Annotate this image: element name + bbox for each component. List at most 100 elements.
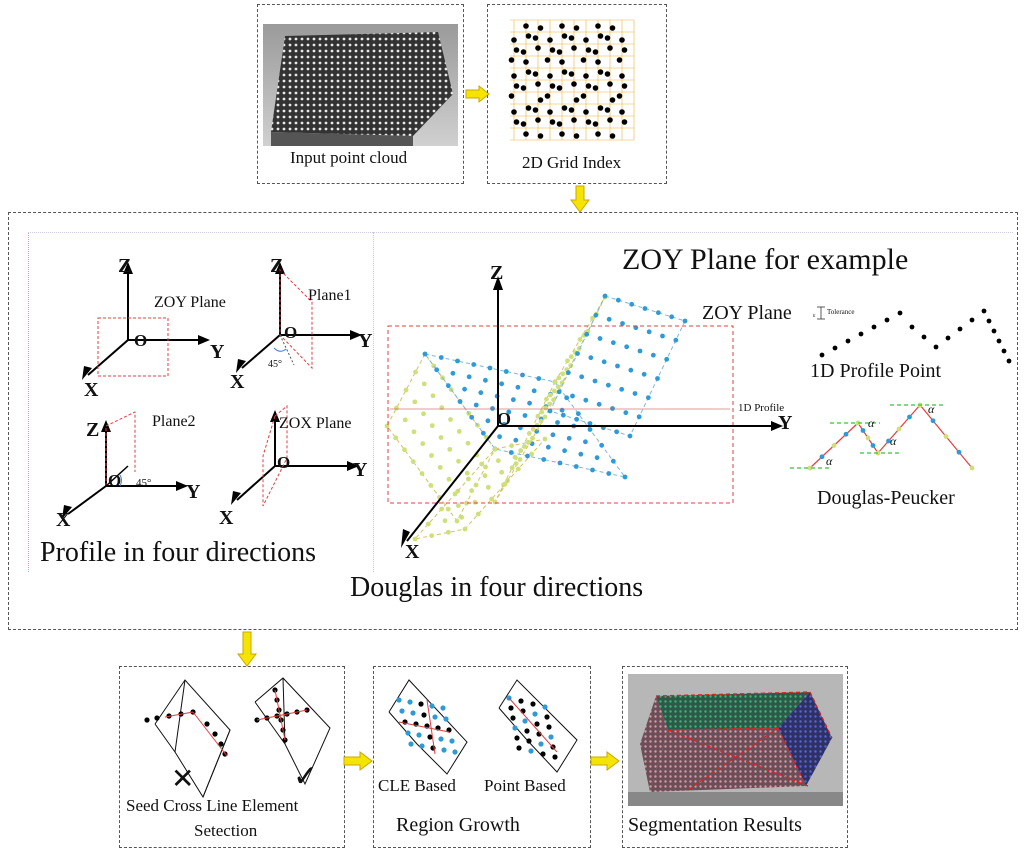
grid-point — [571, 45, 577, 51]
plane-a-point — [445, 506, 451, 512]
plane-c-point — [522, 444, 528, 449]
plane1-plane-label: Plane1 — [308, 287, 352, 304]
plane-c-point — [530, 426, 536, 432]
plane-b-point — [522, 413, 528, 418]
grid-point — [532, 71, 539, 77]
grid-point — [573, 133, 580, 139]
profile-point — [945, 335, 951, 341]
plane-b-point — [606, 471, 612, 476]
big-x-label: X — [405, 541, 420, 563]
zox-coordinate-diagram: O Y X ZOX Plane — [219, 404, 368, 529]
dp-point — [956, 449, 962, 455]
profile-point — [832, 345, 838, 351]
plane-d-point — [592, 378, 598, 384]
grid-point — [547, 73, 553, 79]
plane-e-point — [469, 488, 475, 494]
plane-c-point — [538, 418, 544, 424]
plane-e-point — [499, 469, 505, 475]
grid-point — [568, 71, 575, 77]
plane1-coordinate-diagram: Z O Y X Plane1 45° — [230, 255, 373, 393]
plane-d-point — [560, 412, 566, 418]
grid-point — [537, 97, 544, 103]
point-based-point — [542, 704, 548, 710]
grid-point — [535, 117, 541, 123]
seed-point-good — [272, 687, 278, 693]
grid-point — [573, 25, 580, 31]
profile-point — [858, 331, 864, 337]
plane-a-point — [403, 387, 409, 393]
profile-point — [957, 326, 963, 332]
profile-point — [884, 317, 890, 323]
plane-b-point — [555, 420, 560, 425]
plane-e-point — [482, 473, 488, 479]
plane-c-point — [517, 457, 523, 462]
plane-a-point — [473, 482, 479, 488]
grid-point — [609, 133, 616, 139]
profile-point — [991, 328, 997, 334]
plane-c-point — [590, 315, 595, 321]
point-based-label: Point Based — [484, 776, 566, 795]
plane-c-point — [544, 396, 549, 402]
dp-point — [860, 428, 866, 433]
plane-e-point — [529, 451, 535, 457]
grid-point — [619, 73, 625, 79]
plane-d-point — [579, 374, 585, 380]
plane-e-point — [515, 466, 521, 472]
cle-point — [408, 741, 414, 747]
plane-c-point — [577, 337, 583, 342]
plane-b-point — [510, 397, 516, 403]
plane-d-point — [682, 318, 688, 324]
point-based-point — [522, 718, 528, 724]
plane-d-point — [637, 348, 643, 354]
point-based-line — [508, 697, 558, 753]
grid-index-diagram — [508, 19, 635, 141]
plane-a-point — [384, 423, 390, 429]
plane-c-point — [535, 413, 541, 419]
dp-point — [819, 454, 825, 460]
plane-e-point — [472, 499, 478, 505]
profile-point — [897, 310, 903, 316]
grid-point — [511, 37, 517, 43]
grid-point — [561, 33, 568, 39]
alpha-label: α — [890, 434, 897, 448]
plane2-z-label: Z — [86, 419, 99, 441]
plane-b-point — [471, 362, 477, 367]
plane-b-point — [455, 358, 460, 364]
plane-a-point — [438, 435, 444, 440]
plane-e-point — [479, 461, 485, 467]
input-point-cloud-caption: Input point cloud — [290, 148, 408, 167]
plane-e-point — [425, 521, 431, 527]
plane-b-point — [599, 442, 605, 448]
grid-point — [561, 69, 568, 75]
zoy-example-title: ZOY Plane for example — [622, 243, 909, 276]
grid-point — [547, 37, 553, 43]
dp-point — [831, 443, 837, 448]
plane-c-point — [539, 409, 545, 415]
plane-c-point — [543, 405, 549, 411]
grid-point — [537, 25, 544, 31]
plane-a-point — [413, 369, 418, 375]
cle-point — [405, 730, 411, 736]
plane-d-point — [593, 312, 599, 318]
dp-point — [907, 414, 912, 420]
grid-point — [597, 69, 604, 75]
plane-e-point — [489, 496, 495, 502]
check-mark-icon: ✓ — [293, 760, 318, 793]
grid-point — [547, 109, 553, 115]
grid-point — [520, 121, 527, 127]
plane-e-point — [412, 536, 418, 542]
plane-c-point — [509, 465, 515, 471]
grid-point — [621, 119, 628, 125]
point-based-point — [514, 735, 520, 741]
dp-point — [943, 434, 949, 439]
dp-point — [886, 438, 891, 444]
plane-d-point — [664, 356, 670, 362]
plane-a-point — [464, 500, 469, 506]
point-based-point — [538, 741, 544, 747]
seed-cross-line-diagram: ✕ ✓ — [144, 677, 331, 799]
plane-e-point — [439, 506, 445, 512]
profile-point — [819, 352, 825, 358]
plane-c-point — [555, 384, 561, 390]
plane-d-point — [601, 359, 607, 365]
point-based-point — [548, 734, 554, 740]
